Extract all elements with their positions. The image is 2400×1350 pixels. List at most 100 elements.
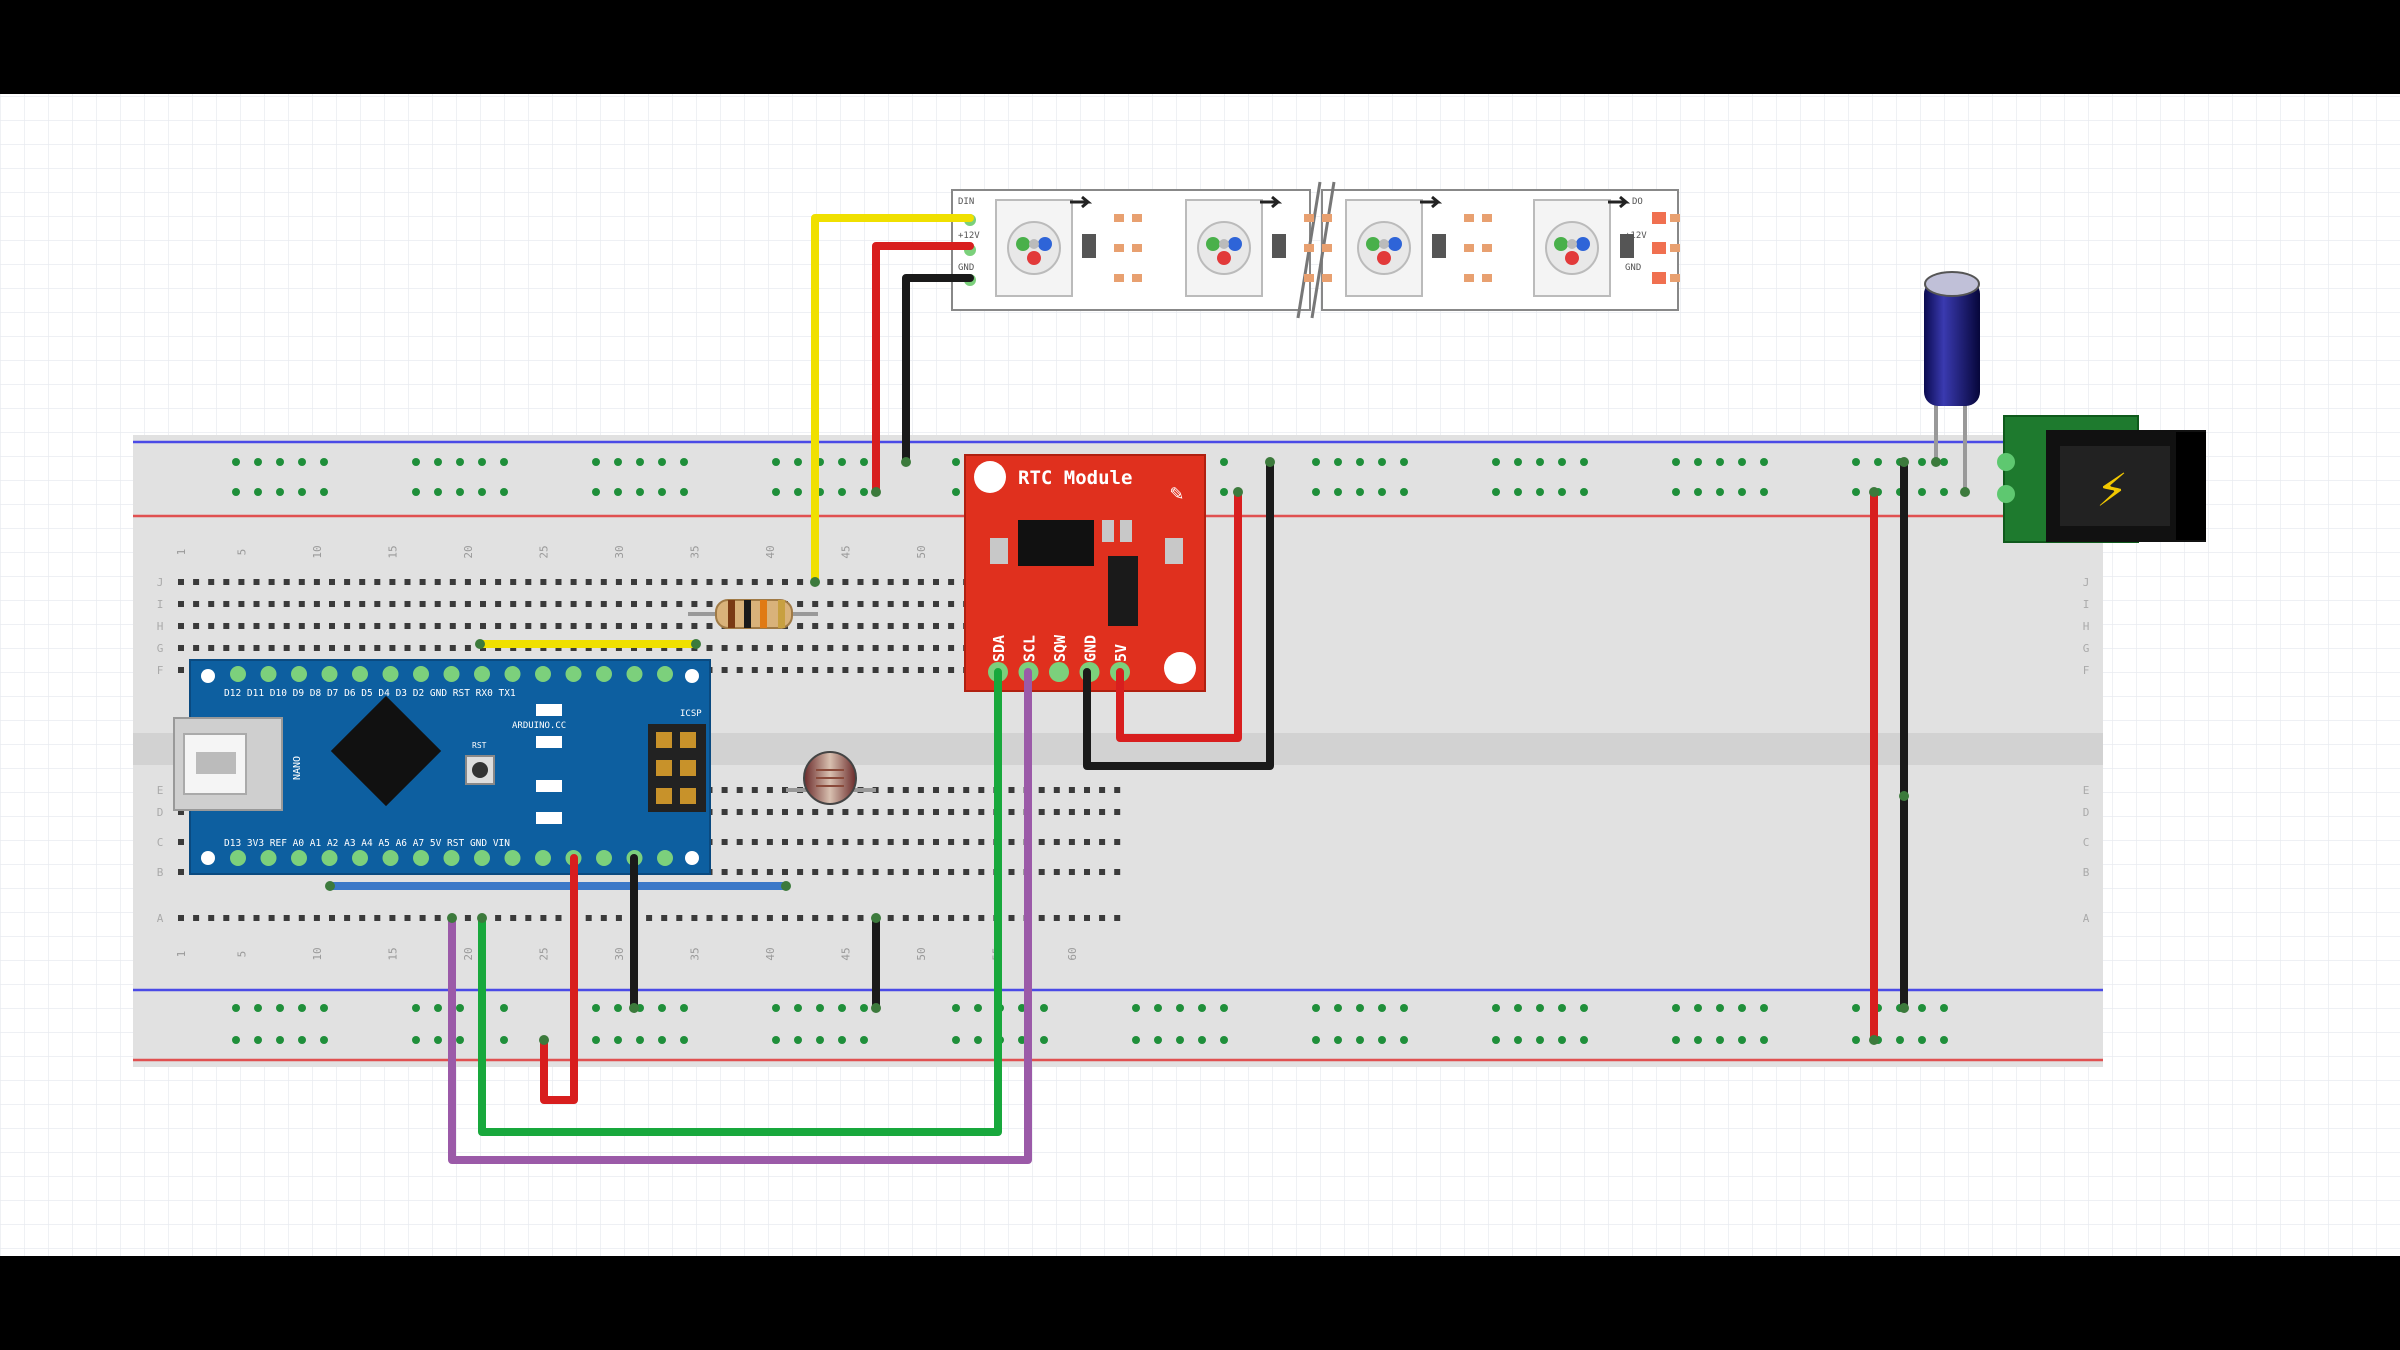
breadboard-hole[interactable] (178, 645, 184, 651)
breadboard-hole[interactable] (963, 915, 970, 921)
breadboard-hole[interactable] (283, 915, 290, 921)
breadboard-hole[interactable] (585, 623, 592, 629)
breadboard-hole[interactable] (238, 579, 245, 585)
rail-hole[interactable] (1580, 1004, 1588, 1012)
breadboard-hole[interactable] (223, 645, 230, 651)
arduino-pin[interactable] (382, 850, 399, 866)
wire-red-5v-loop[interactable] (540, 854, 578, 1104)
breadboard-hole[interactable] (178, 809, 184, 815)
breadboard-hole[interactable] (464, 601, 471, 607)
breadboard-hole[interactable] (1008, 869, 1015, 875)
arduino-pin[interactable] (596, 666, 612, 682)
rail-hole[interactable] (1716, 1036, 1724, 1044)
breadboard-hole[interactable] (691, 579, 698, 585)
breadboard-hole[interactable] (933, 839, 939, 845)
breadboard-hole[interactable] (253, 579, 260, 585)
breadboard-hole[interactable] (344, 623, 351, 629)
breadboard-hole[interactable] (917, 601, 924, 607)
strip-do-pad[interactable] (1652, 212, 1666, 224)
breadboard-hole[interactable] (1038, 915, 1045, 921)
dc-power-jack[interactable]: ⚡ (1997, 415, 2206, 543)
breadboard-hole[interactable] (917, 915, 924, 921)
rail-hole[interactable] (1040, 1004, 1048, 1012)
breadboard-hole[interactable] (933, 915, 939, 921)
breadboard-hole[interactable] (827, 869, 834, 875)
rail-hole[interactable] (794, 1036, 802, 1044)
rail-hole[interactable] (614, 488, 622, 496)
breadboard-hole[interactable] (978, 809, 985, 815)
arduino-pin[interactable] (382, 666, 399, 682)
breadboard-hole[interactable] (887, 809, 894, 815)
rail-hole[interactable] (614, 1004, 622, 1012)
breadboard-hole[interactable] (359, 601, 366, 607)
arduino-pin[interactable] (413, 850, 429, 866)
breadboard-hole[interactable] (736, 579, 743, 585)
rail-hole[interactable] (658, 1036, 666, 1044)
breadboard-hole[interactable] (631, 623, 637, 629)
rail-hole[interactable] (254, 488, 262, 496)
breadboard-hole[interactable] (268, 915, 275, 921)
rail-hole[interactable] (592, 458, 600, 466)
breadboard-hole[interactable] (193, 579, 200, 585)
breadboard-hole[interactable] (329, 915, 335, 921)
rail-hole[interactable] (794, 488, 802, 496)
breadboard-hole[interactable] (404, 915, 411, 921)
breadboard-hole[interactable] (857, 839, 864, 845)
breadboard-hole[interactable] (238, 623, 245, 629)
breadboard-hole[interactable] (1099, 809, 1106, 815)
breadboard-hole[interactable] (857, 579, 864, 585)
breadboard-hole[interactable] (782, 645, 788, 651)
breadboard-hole[interactable] (933, 623, 939, 629)
rail-hole[interactable] (1492, 1036, 1500, 1044)
breadboard-hole[interactable] (600, 579, 607, 585)
breadboard-hole[interactable] (374, 623, 381, 629)
breadboard-hole[interactable] (827, 915, 834, 921)
breadboard-hole[interactable] (238, 915, 245, 921)
breadboard-hole[interactable] (902, 667, 909, 673)
breadboard-hole[interactable] (736, 787, 743, 793)
breadboard-hole[interactable] (721, 667, 728, 673)
breadboard-hole[interactable] (827, 601, 834, 607)
rail-hole[interactable] (592, 488, 600, 496)
breadboard-hole[interactable] (600, 601, 607, 607)
breadboard-hole[interactable] (646, 623, 653, 629)
breadboard-hole[interactable] (948, 787, 955, 793)
breadboard-hole[interactable] (978, 787, 985, 793)
breadboard-hole[interactable] (661, 915, 668, 921)
breadboard-hole[interactable] (978, 915, 985, 921)
breadboard-hole[interactable] (812, 809, 819, 815)
rail-hole[interactable] (1334, 488, 1342, 496)
rail-hole[interactable] (1716, 458, 1724, 466)
rail-hole[interactable] (456, 1004, 464, 1012)
arduino-pin[interactable] (535, 850, 551, 866)
breadboard-hole[interactable] (329, 579, 335, 585)
breadboard-hole[interactable] (963, 809, 970, 815)
breadboard-hole[interactable] (933, 809, 939, 815)
breadboard-hole[interactable] (782, 787, 788, 793)
breadboard-hole[interactable] (766, 667, 773, 673)
rail-hole[interactable] (1672, 1004, 1680, 1012)
rail-hole[interactable] (1176, 1004, 1184, 1012)
breadboard-hole[interactable] (827, 645, 834, 651)
breadboard-hole[interactable] (555, 601, 562, 607)
breadboard-hole[interactable] (902, 869, 909, 875)
breadboard-hole[interactable] (1008, 915, 1015, 921)
rail-hole[interactable] (1492, 458, 1500, 466)
wire-red-12v[interactable] (872, 242, 974, 496)
breadboard-hole[interactable] (736, 839, 743, 845)
breadboard-hole[interactable] (646, 915, 653, 921)
breadboard-hole[interactable] (902, 645, 909, 651)
photoresistor[interactable] (786, 751, 876, 805)
rail-hole[interactable] (1356, 1004, 1364, 1012)
breadboard-hole[interactable] (193, 645, 200, 651)
rail-hole[interactable] (1716, 488, 1724, 496)
rail-hole[interactable] (232, 458, 240, 466)
breadboard-hole[interactable] (842, 915, 849, 921)
rail-hole[interactable] (974, 1004, 982, 1012)
breadboard-hole[interactable] (948, 915, 955, 921)
breadboard-hole[interactable] (721, 787, 728, 793)
breadboard-hole[interactable] (766, 579, 773, 585)
breadboard-hole[interactable] (857, 601, 864, 607)
rail-hole[interactable] (1514, 458, 1522, 466)
